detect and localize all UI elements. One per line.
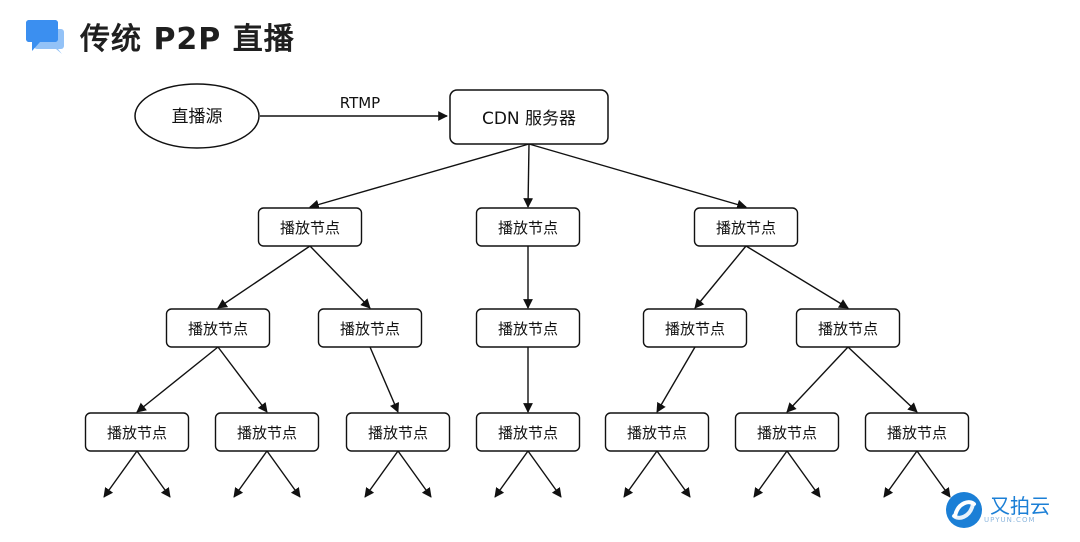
cdn-label: CDN 服务器 <box>482 109 576 129</box>
edge <box>786 450 821 498</box>
play-node-l2-5: 播放节点 <box>795 308 901 348</box>
edge <box>136 450 171 498</box>
edge <box>494 450 529 498</box>
edge <box>694 245 747 309</box>
edge <box>623 450 658 498</box>
node-label: 播放节点 <box>498 219 558 237</box>
edge <box>309 143 530 210</box>
node-label: 播放节点 <box>665 320 725 338</box>
play-node-l3-6: 播放节点 <box>734 412 840 452</box>
edge <box>217 346 268 413</box>
edge <box>136 346 219 413</box>
page-header: 传统 P2P 直播 <box>24 14 295 58</box>
node-label: 播放节点 <box>498 320 558 338</box>
node-label: 播放节点 <box>818 320 878 338</box>
edge <box>233 450 268 498</box>
edge <box>217 245 311 309</box>
edge <box>883 450 918 498</box>
logo-text: 又拍云 <box>990 494 1050 518</box>
cdn-server-node: CDN 服务器 <box>449 89 609 145</box>
node-label: 播放节点 <box>498 424 558 442</box>
edge <box>753 450 788 498</box>
node-label: 播放节点 <box>107 424 167 442</box>
node-label: 播放节点 <box>368 424 428 442</box>
edge <box>397 450 432 498</box>
play-node-l1-2: 播放节点 <box>475 207 581 247</box>
brand-logo: 又拍云 UPYUN.COM <box>944 490 1050 530</box>
play-node-l2-2: 播放节点 <box>317 308 423 348</box>
play-node-l3-7: 播放节点 <box>864 412 970 452</box>
node-label: 播放节点 <box>716 219 776 237</box>
edge <box>309 245 371 309</box>
node-label: 播放节点 <box>188 320 248 338</box>
edge <box>527 450 562 498</box>
edge <box>847 346 918 413</box>
edge <box>369 346 400 413</box>
source-node: 直播源 <box>134 83 260 149</box>
page-title: 传统 P2P 直播 <box>80 22 295 57</box>
play-node-l1-1: 播放节点 <box>257 207 363 247</box>
edge <box>103 450 138 498</box>
node-label: 播放节点 <box>887 424 947 442</box>
node-label: 播放节点 <box>237 424 297 442</box>
edge <box>656 346 696 413</box>
node-label: 播放节点 <box>280 219 340 237</box>
rtmp-label: RTMP <box>340 94 380 112</box>
play-node-l3-4: 播放节点 <box>475 412 581 452</box>
play-node-l2-1: 播放节点 <box>165 308 271 348</box>
play-node-l2-3: 播放节点 <box>475 308 581 348</box>
node-label: 播放节点 <box>340 320 400 338</box>
play-node-l3-1: 播放节点 <box>84 412 190 452</box>
play-node-l3-5: 播放节点 <box>604 412 710 452</box>
chat-bubble-icon <box>26 20 64 54</box>
upyun-logo-icon <box>946 492 982 528</box>
logo-subtext: UPYUN.COM <box>984 516 1036 524</box>
edge <box>786 346 849 413</box>
edge <box>916 450 951 498</box>
source-label: 直播源 <box>172 107 223 127</box>
play-node-l3-2: 播放节点 <box>214 412 320 452</box>
edge <box>364 450 399 498</box>
play-node-l2-4: 播放节点 <box>642 308 748 348</box>
edge <box>745 245 849 309</box>
edge <box>523 143 534 208</box>
edges <box>103 111 951 498</box>
node-label: 播放节点 <box>627 424 687 442</box>
edge <box>656 450 691 498</box>
play-node-l1-3: 播放节点 <box>693 207 799 247</box>
edge <box>528 143 747 210</box>
node-label: 播放节点 <box>757 424 817 442</box>
edge <box>266 450 301 498</box>
play-node-l3-3: 播放节点 <box>345 412 451 452</box>
